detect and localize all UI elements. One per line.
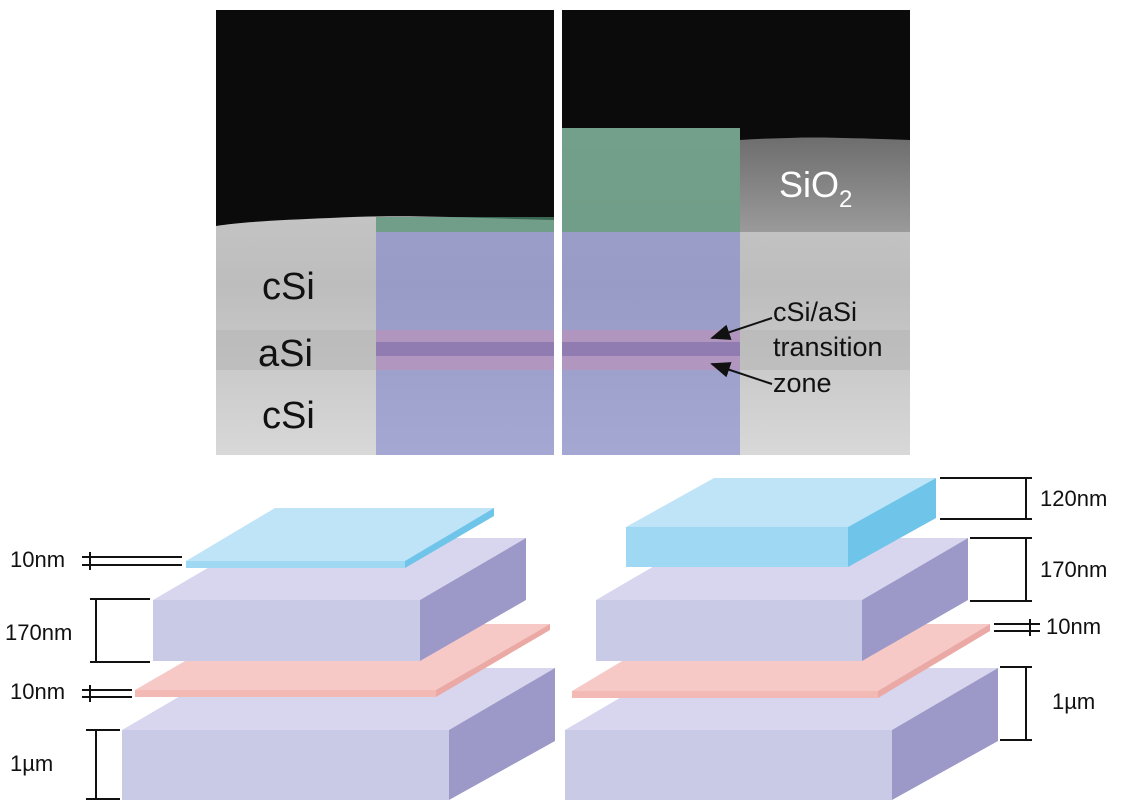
- label-transition-line1: cSi/aSi: [773, 297, 857, 327]
- dim-label-left-lower-csi: 1µm: [10, 751, 53, 776]
- label-sio2: SiO2: [779, 164, 852, 213]
- panel-separator: [554, 10, 562, 455]
- transition-arrow-lower: [710, 362, 773, 385]
- dim-left-asi: [82, 685, 132, 702]
- right-layer-cap: [626, 478, 936, 567]
- dim-left-upper-csi: [90, 598, 150, 663]
- overlay-left: [376, 217, 554, 455]
- label-transition-line3: zone: [773, 368, 832, 398]
- overlay-right: [562, 128, 740, 455]
- label-sio2-subscript: 2: [839, 186, 852, 213]
- dim-left-lower-csi: [86, 729, 120, 800]
- dim-label-right-lower-csi: 1µm: [1052, 689, 1095, 714]
- label-transition-line2: transition: [773, 332, 883, 362]
- dim-label-left-cap: 10nm: [10, 547, 65, 572]
- dim-label-right-upper-csi: 170nm: [1040, 557, 1107, 582]
- dim-label-left-asi: 10nm: [10, 679, 65, 704]
- dim-right-lower-csi: [1000, 666, 1032, 741]
- dim-left-cap: [82, 552, 182, 570]
- dim-right-upper-csi: [970, 537, 1032, 602]
- dim-label-right-asi: 10nm: [1046, 614, 1101, 639]
- left-dimensions: [82, 552, 182, 800]
- dim-label-left-upper-csi: 170nm: [5, 620, 72, 645]
- dim-right-asi: [994, 619, 1040, 636]
- right-dimensions: [940, 477, 1040, 741]
- label-asi: aSi: [258, 333, 313, 375]
- label-sio2-main: SiO: [779, 164, 839, 205]
- label-bottom-csi: cSi: [262, 395, 315, 437]
- dim-label-right-cap: 120nm: [1040, 486, 1107, 511]
- left-layer-cap: [186, 508, 494, 568]
- right-layer-stack: [565, 478, 998, 800]
- left-layer-stack: [122, 508, 555, 800]
- sem-micrograph: cSi aSi cSi SiO2 cSi/aSi transition zone: [216, 10, 910, 455]
- transition-arrow-upper: [710, 317, 773, 340]
- label-top-csi: cSi: [262, 266, 315, 308]
- dim-right-cap: [940, 477, 1032, 520]
